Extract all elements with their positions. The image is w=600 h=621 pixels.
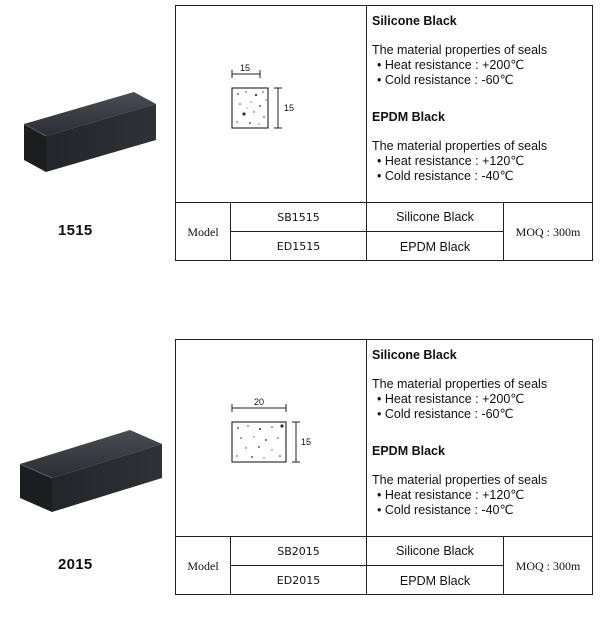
material-title-silicone: Silicone Black bbox=[372, 348, 457, 362]
material-properties: Silicone Black The material properties o… bbox=[372, 348, 592, 518]
dimension-width-label: 15 bbox=[240, 63, 250, 73]
model-table: Model SB2015 Silicone Black ED2015 EPDM … bbox=[176, 536, 592, 595]
product-block-1515: 1515 15 15 bbox=[0, 0, 600, 262]
model-material-epdm: EPDM Black bbox=[367, 566, 504, 595]
dimension-width-label: 20 bbox=[254, 397, 264, 407]
seal-strip-photo bbox=[19, 430, 162, 512]
spec-sheet: 20 15 Silicone Black The material proper… bbox=[175, 339, 593, 595]
material-title-epdm: EPDM Black bbox=[372, 444, 445, 458]
cross-section-diagram: 15 15 bbox=[231, 63, 294, 129]
model-code-silicone: SB1515 bbox=[231, 203, 367, 232]
model-material-silicone: Silicone Black bbox=[367, 537, 504, 566]
heat-resistance: • Heat resistance : +120℃ bbox=[377, 154, 525, 168]
properties-intro: The material properties of seals bbox=[372, 473, 548, 487]
spec-sheet: 15 15 Silicone Black The material proper… bbox=[175, 5, 593, 261]
material-title-silicone: Silicone Black bbox=[372, 14, 457, 28]
dimension-height-label: 15 bbox=[284, 103, 294, 113]
cold-resistance: • Cold resistance : -40℃ bbox=[377, 503, 514, 517]
model-code-epdm: ED2015 bbox=[231, 566, 367, 595]
product-block-2015: 2015 20 15 bbox=[0, 334, 600, 596]
cold-resistance: • Cold resistance : -60℃ bbox=[377, 73, 514, 87]
heat-resistance: • Heat resistance : +120℃ bbox=[377, 488, 525, 502]
model-label: Model bbox=[176, 537, 231, 595]
material-title-epdm: EPDM Black bbox=[372, 110, 445, 124]
properties-intro: The material properties of seals bbox=[372, 377, 548, 391]
model-material-epdm: EPDM Black bbox=[367, 232, 504, 261]
properties-intro: The material properties of seals bbox=[372, 139, 548, 153]
product-code: 1515 bbox=[58, 222, 93, 239]
product-code: 2015 bbox=[58, 556, 93, 573]
cross-section-diagram: 20 15 bbox=[231, 397, 311, 463]
model-code-silicone: SB2015 bbox=[231, 537, 367, 566]
cold-resistance: • Cold resistance : -60℃ bbox=[377, 407, 514, 421]
dimension-height-label: 15 bbox=[301, 437, 311, 447]
seal-strip-photo bbox=[23, 92, 156, 172]
cold-resistance: • Cold resistance : -40℃ bbox=[377, 169, 514, 183]
moq-value: MOQ : 300m bbox=[515, 224, 581, 239]
cross-section-cell: 20 15 bbox=[176, 340, 367, 536]
heat-resistance: • Heat resistance : +200℃ bbox=[377, 58, 525, 72]
heat-resistance: • Heat resistance : +200℃ bbox=[377, 392, 525, 406]
cross-section-cell: 15 15 bbox=[176, 6, 367, 202]
model-material-silicone: Silicone Black bbox=[367, 203, 504, 232]
model-table: Model SB1515 Silicone Black ED1515 EPDM … bbox=[176, 202, 592, 261]
moq-value: MOQ : 300m bbox=[515, 558, 581, 573]
model-code-epdm: ED1515 bbox=[231, 232, 367, 261]
properties-intro: The material properties of seals bbox=[372, 43, 548, 57]
model-label: Model bbox=[176, 203, 231, 261]
material-properties: Silicone Black The material properties o… bbox=[372, 14, 592, 184]
